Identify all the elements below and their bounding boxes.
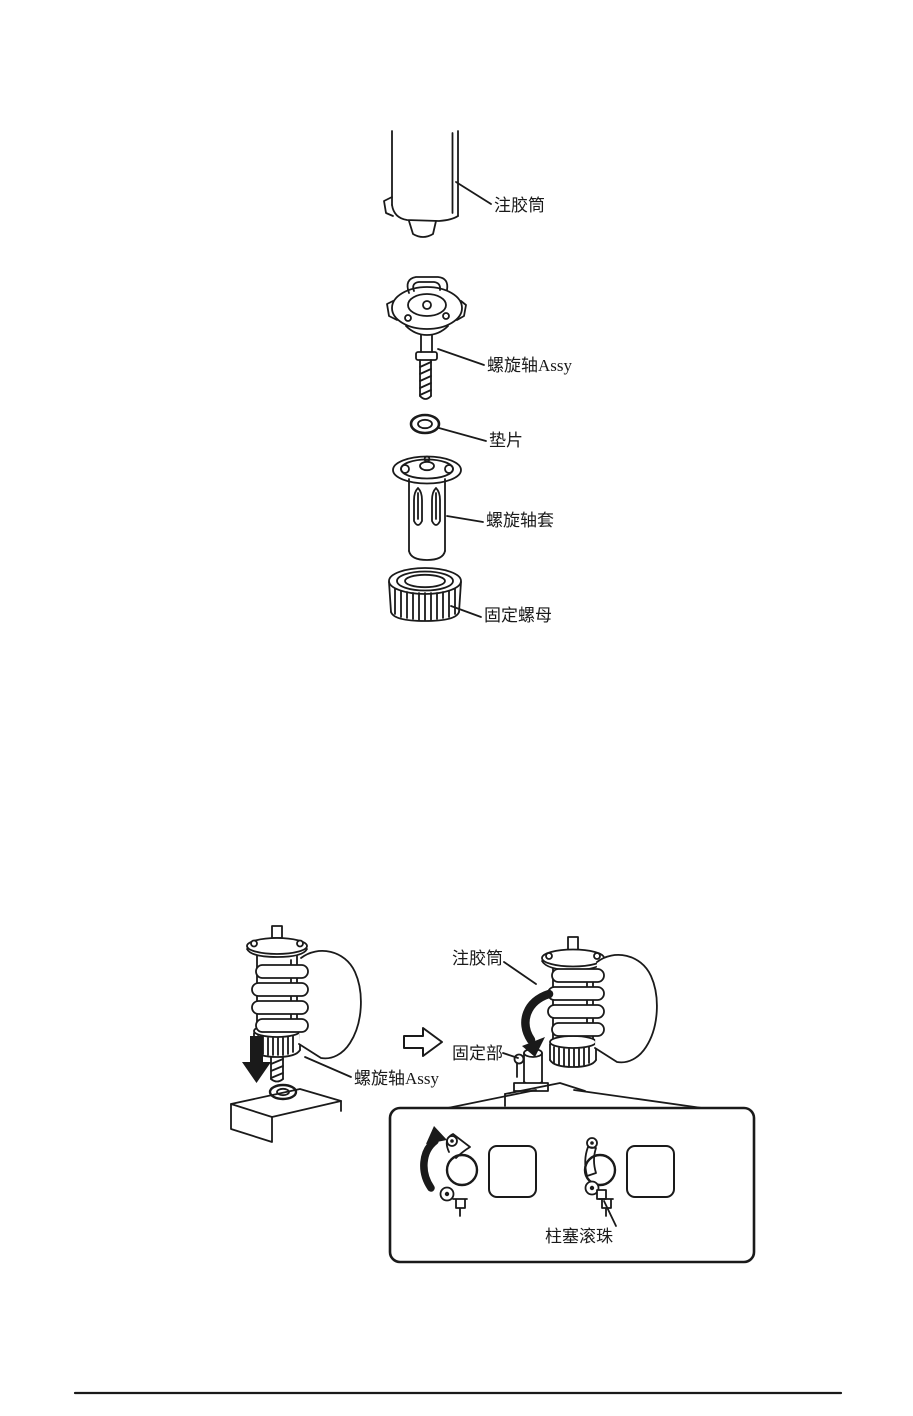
left-unit-leader (304, 1056, 352, 1078)
exploded-leader-lines (437, 181, 492, 618)
injection-cylinder-drawing (383, 130, 459, 238)
label-injection-cylinder: 注胶筒 (494, 196, 545, 215)
right-unit-leaders (502, 961, 537, 1059)
label-spiral-shaft-sleeve: 螺旋轴套 (486, 511, 554, 530)
washer-drawing (409, 413, 441, 435)
assembly-right-unit (504, 936, 605, 1107)
base-plate-drawing (230, 1083, 342, 1143)
left-hand-icon (251, 950, 362, 1060)
step-arrow-icon (403, 1027, 443, 1057)
label-spiral-shaft-assy: 螺旋轴Assy (487, 356, 573, 375)
label-step-spiral-shaft-assy: 螺旋轴Assy (354, 1069, 440, 1088)
inset-callout-lines (437, 1089, 717, 1111)
down-arrow-icon (242, 1036, 271, 1083)
fixing-nut-drawing (388, 567, 462, 622)
label-plunger-ball: 柱塞滚珠 (545, 1227, 613, 1246)
label-fixing-nut: 固定螺母 (484, 606, 552, 625)
spiral-shaft-sleeve-drawing (392, 455, 462, 561)
rotate-arrow-icon (521, 989, 554, 1057)
detail-closed-drawing (583, 1137, 675, 1217)
spiral-shaft-assy-drawing (386, 276, 467, 400)
label-washer: 垫片 (489, 431, 523, 450)
plunger-ball-leader (603, 1200, 617, 1227)
label-fixing-part: 固定部 (452, 1044, 503, 1063)
detail-open-drawing (420, 1126, 537, 1217)
right-hand-icon (547, 954, 658, 1064)
label-step-cylinder: 注胶筒 (452, 949, 503, 968)
